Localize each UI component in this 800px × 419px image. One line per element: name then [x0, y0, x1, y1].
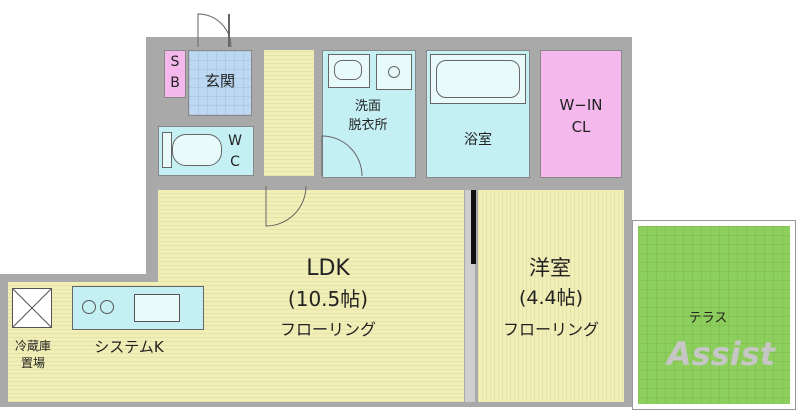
terrace-floor — [638, 226, 790, 404]
fridge-space-cross — [12, 288, 52, 328]
western-room — [478, 190, 624, 402]
washroom-door-swing — [321, 135, 363, 177]
shoe-box-label-bottom: B — [170, 75, 180, 91]
shoe-box-label-top: S — [170, 54, 180, 70]
kitchen-label: システムK — [94, 338, 164, 356]
walkin-closet-label-line2: CL — [571, 118, 591, 136]
stove-burner-right — [100, 300, 114, 314]
entrance — [188, 50, 252, 116]
walkin-closet-label-line1: W−IN — [559, 96, 603, 114]
ldk-name: LDK — [306, 256, 350, 281]
kitchen-sink — [134, 294, 180, 322]
washroom-label-line1: 洗面 — [354, 99, 381, 114]
ldk — [158, 190, 464, 402]
stove-burner-left — [82, 300, 96, 314]
toilet — [172, 134, 222, 166]
walkin-closet — [540, 50, 622, 178]
ldk-size: (10.5帖) — [287, 287, 369, 311]
entrance-door-swing — [197, 13, 232, 48]
entrance-label: 玄関 — [204, 72, 235, 90]
fridge-label-line2: 置場 — [20, 356, 45, 370]
washbasin-bowl — [334, 60, 362, 80]
company-logo: Assist — [666, 335, 776, 373]
bathroom-label: 浴室 — [464, 132, 492, 148]
terrace-label: テラス — [688, 311, 728, 326]
fridge-label-line1: 冷蔵庫 — [14, 339, 51, 353]
western-room-floor: フローリング — [502, 320, 599, 339]
partition-wall-solid — [471, 190, 476, 264]
western-room-name: 洋室 — [529, 256, 571, 280]
shoe-box — [164, 50, 186, 98]
wc-label-line1: W — [228, 133, 242, 149]
washing-machine-drain — [388, 66, 400, 78]
washbasin — [328, 54, 370, 88]
ldk-door-swing — [265, 185, 307, 227]
western-room-size: (4.4帖) — [518, 287, 584, 309]
hallway — [264, 50, 314, 176]
bathtub-inner — [436, 60, 520, 98]
ldk-floor: フローリング — [279, 320, 376, 339]
washroom-label-line2: 脱衣所 — [348, 118, 388, 133]
wc-label-line2: C — [230, 154, 240, 170]
partition-wall — [465, 190, 475, 402]
toilet-tank — [162, 132, 172, 168]
